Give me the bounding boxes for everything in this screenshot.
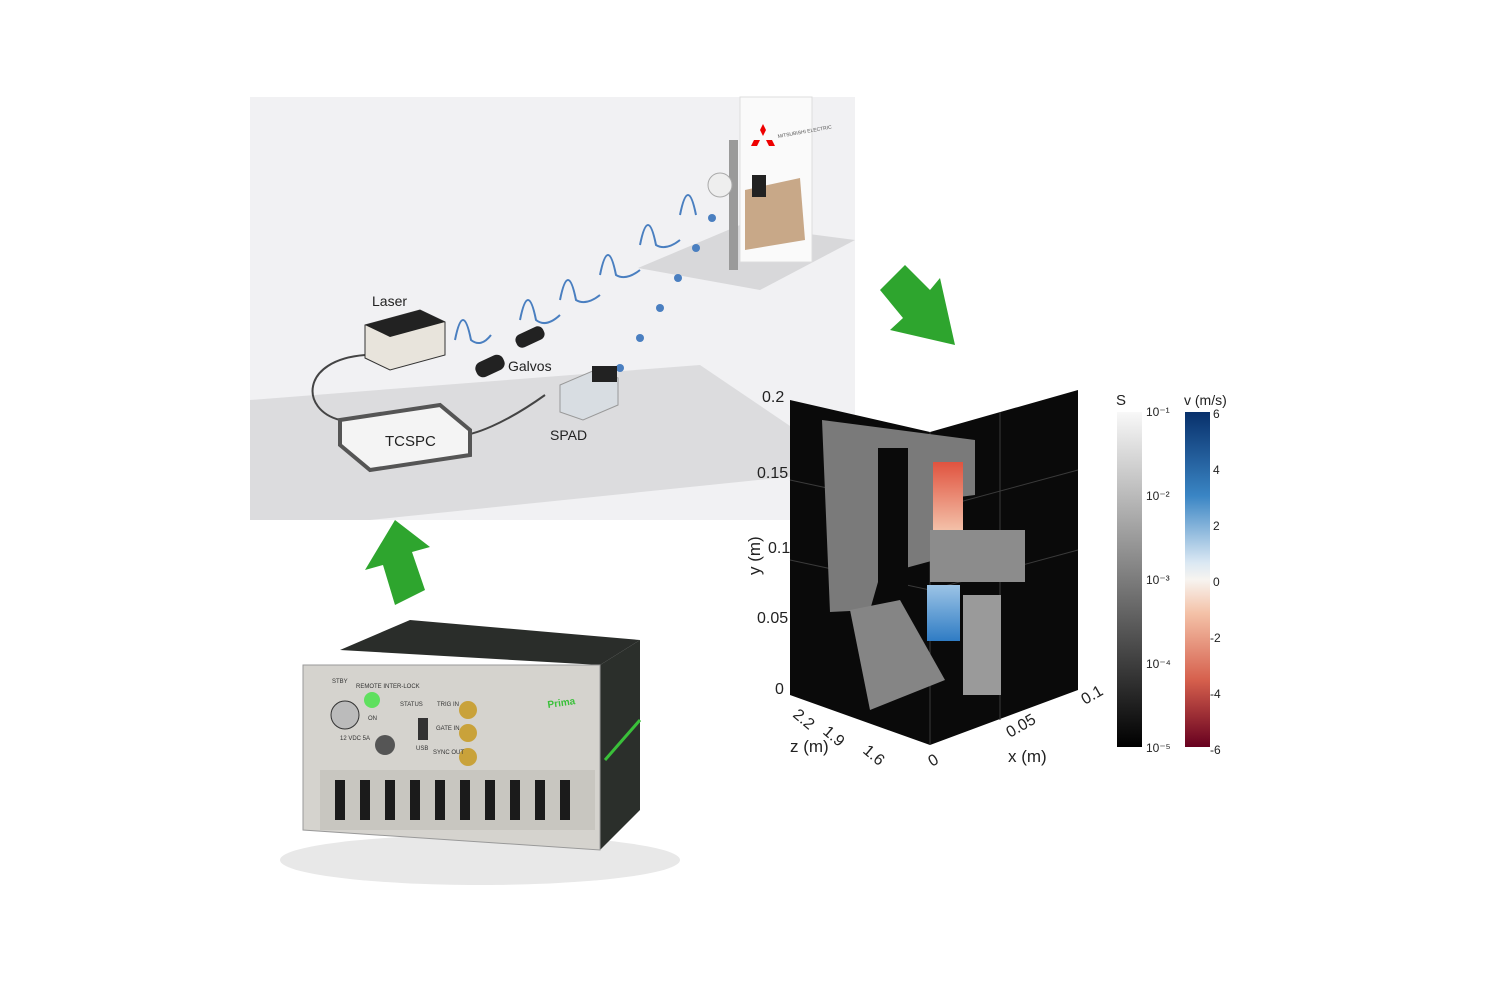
x-axis-label: x (m): [1008, 747, 1047, 766]
sync-out-label: SYNC OUT: [433, 750, 464, 756]
power-connector: [375, 735, 395, 755]
laser-pulse-beam: [454, 194, 697, 345]
colorbar-v-tick: 4: [1213, 463, 1220, 477]
colorbar-v-tick: -6: [1210, 743, 1221, 757]
galvo-mirror-2: [515, 326, 545, 348]
y-tick: 0.15: [757, 465, 788, 482]
mitsubishi-logo: [751, 124, 775, 146]
colorbar-v-tick: 6: [1213, 407, 1220, 421]
z-tick: 2.2: [789, 706, 817, 733]
status-label: STATUS: [400, 702, 423, 708]
colorbar-s-tick: 10⁻³: [1146, 573, 1170, 587]
device-brand: Prima: [547, 696, 576, 711]
colorbar-v-tick: -2: [1210, 631, 1221, 645]
y-axis-label: y (m): [745, 536, 764, 575]
spad-lens: [592, 366, 617, 382]
usb-port: [418, 718, 428, 740]
y-tick: 0.1: [768, 540, 790, 557]
interlock-label: REMOTE INTER-LOCK: [356, 684, 420, 690]
returning-photons: [616, 214, 716, 372]
colorbar-s-tick: 10⁻¹: [1146, 405, 1170, 419]
colorbar-v-tick: 2: [1213, 519, 1220, 533]
galvos-label: Galvos: [508, 358, 552, 374]
negative-velocity-region: [933, 462, 963, 530]
trig-in-label: TRIG IN: [437, 702, 459, 708]
colorbar-s: S 10⁻¹ 10⁻² 10⁻³ 10⁻⁴ 10⁻⁵: [1116, 392, 1171, 755]
target-stand: [729, 140, 738, 270]
laser-label: Laser: [372, 293, 407, 309]
usb-label: USB: [416, 746, 428, 752]
colorbar-s-title: S: [1116, 392, 1126, 409]
target-sphere: [707, 172, 733, 198]
colorbar-v-tick: 0: [1213, 575, 1220, 589]
x-tick: 0: [926, 751, 942, 770]
positive-velocity-region: [927, 585, 960, 641]
z-axis-label: z (m): [790, 737, 829, 756]
prima-laser-device: STBY REMOTE INTER-LOCK ON STATUS TRIG IN…: [280, 620, 680, 885]
colorbar-s-tick: 10⁻⁴: [1146, 657, 1171, 671]
power-label: 12 VDC 5A: [340, 736, 370, 742]
key-switch: [330, 700, 360, 730]
target-mount: [752, 175, 766, 197]
point-cloud-box: [963, 595, 1001, 695]
colorbar-s-tick: 10⁻⁵: [1146, 741, 1171, 755]
velocity-point-cloud-plot: 0.2 0.15 0.1 0.05 0 y (m) 2.2 1.9 1.6 z …: [745, 389, 1227, 770]
galvo-mirror-1: [475, 354, 505, 378]
experimental-setup: MITSUBISHI ELECTRIC Laser Galvos TCSPC S…: [250, 96, 855, 520]
y-tick: 0.2: [762, 389, 784, 406]
optical-table: [250, 365, 855, 520]
point-cloud-cylinder: [930, 530, 1025, 582]
stby-label: STBY: [332, 679, 348, 685]
z-tick: 1.6: [859, 742, 887, 769]
spad-label: SPAD: [550, 427, 587, 443]
arrow-to-setup-icon: [365, 520, 430, 605]
interlock-led: [364, 692, 380, 708]
y-tick: 0.05: [757, 610, 788, 627]
point-cloud-front-panel: [850, 600, 945, 710]
y-tick: 0: [775, 681, 784, 698]
colorbar-v-tick: -4: [1210, 687, 1221, 701]
gate-in-label: GATE IN: [436, 726, 460, 732]
colorbar-v-title: v (m/s): [1184, 392, 1227, 408]
arrow-to-plot-icon: [880, 265, 955, 345]
colorbar-s-tick: 10⁻²: [1146, 489, 1170, 503]
on-label: ON: [368, 716, 377, 722]
tcspc-label: TCSPC: [385, 433, 436, 450]
tcspc-module: [338, 402, 472, 473]
x-tick: 0.1: [1079, 683, 1107, 709]
colorbar-v: v (m/s) 6 4 2 0 -2 -4 -6: [1184, 392, 1227, 757]
